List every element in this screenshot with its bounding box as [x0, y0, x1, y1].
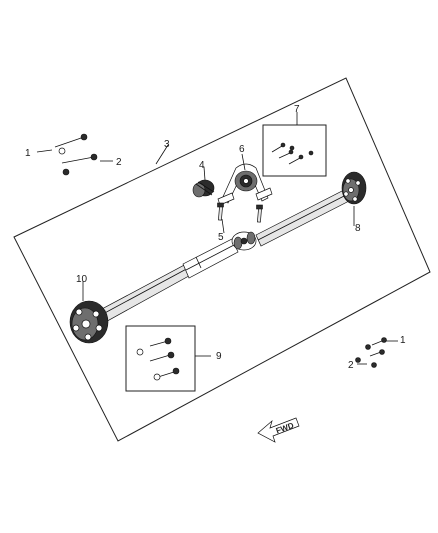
fwd-label: FWD [275, 421, 295, 436]
kit-7-bolts-icon [271, 142, 314, 165]
callout-2-right: 2 [348, 360, 354, 371]
callout-10: 10 [76, 274, 88, 285]
bolt-set-right-icon [355, 337, 387, 368]
callout-1-left: 1 [25, 148, 31, 159]
callout-6: 6 [239, 144, 245, 155]
callout-5: 5 [218, 232, 224, 243]
bolt-set-left-icon [54, 133, 98, 176]
callout-4: 4 [199, 160, 205, 171]
flex-disc-front-icon [341, 171, 367, 205]
callout-9: 9 [216, 351, 222, 362]
bolt-icon [217, 202, 263, 223]
direction-arrow-icon: FWD [257, 417, 300, 443]
isolator-icon [192, 179, 215, 198]
bolt-kit-box-9 [125, 325, 196, 392]
callout-8: 8 [355, 223, 361, 234]
center-bearing-icon [217, 163, 273, 206]
callout-2-left: 2 [116, 157, 122, 168]
callout-7: 7 [294, 104, 300, 115]
drive-shaft-icon [84, 187, 354, 331]
kit-9-bolts-icon [136, 337, 180, 381]
center-joint-icon [231, 231, 257, 251]
flex-disc-icon [69, 300, 109, 344]
leader-lines [36, 112, 398, 365]
callout-1-right: 1 [400, 335, 406, 346]
bolt-kit-box-7 [262, 124, 327, 177]
callout-3: 3 [164, 139, 170, 150]
